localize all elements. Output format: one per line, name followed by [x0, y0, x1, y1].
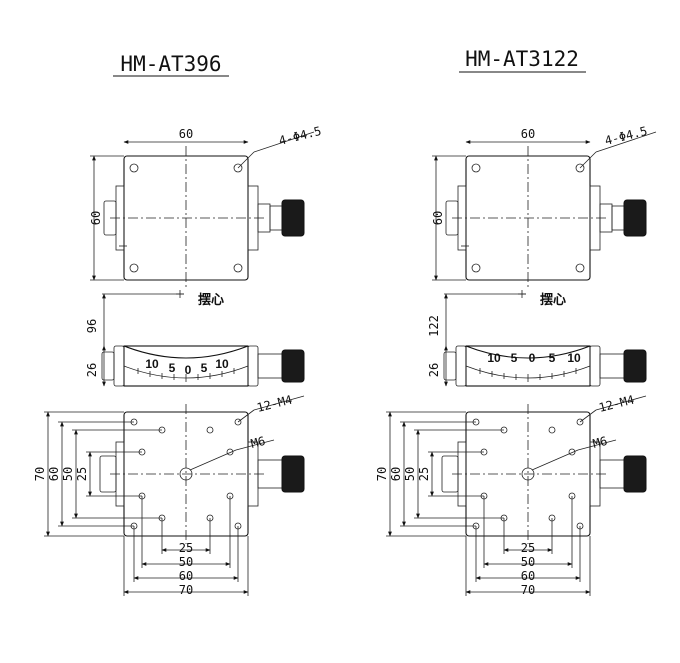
pivot-label: 摆心 — [198, 292, 224, 308]
vdim-60: 60 — [47, 467, 61, 481]
svg-text:5: 5 — [549, 351, 556, 365]
model-title: HM-AT396 — [120, 52, 221, 76]
svg-text:0: 0 — [185, 363, 192, 377]
hdim-25: 25 — [521, 541, 535, 555]
hdim-50: 50 — [179, 555, 193, 569]
vdim-25: 25 — [75, 467, 89, 481]
svg-text:10: 10 — [145, 357, 159, 371]
hdim-60: 60 — [521, 569, 535, 583]
top-height-dim: 60 — [431, 211, 445, 225]
vdim-25: 25 — [417, 467, 431, 481]
pivot-height-dim: 96 — [85, 319, 99, 333]
hole-label: 4-Φ4.5 — [277, 124, 322, 148]
side-height-dim: 26 — [427, 363, 441, 377]
svg-text:5: 5 — [511, 351, 518, 365]
svg-text:5: 5 — [201, 361, 208, 375]
model-right: HM-AT3122 60 60 4-Φ4.5 摆心 122 26 10 5 0 … — [375, 47, 656, 597]
hdim-70: 70 — [179, 583, 193, 597]
hdim-60: 60 — [179, 569, 193, 583]
top-height-dim: 60 — [89, 211, 103, 225]
pivot-label: 摆心 — [540, 292, 566, 308]
center-thread-label: M6 — [249, 434, 266, 451]
angle-scale-labels: 10 5 0 5 10 — [145, 357, 229, 377]
hdim-25: 25 — [179, 541, 193, 555]
pivot-height-dim: 122 — [427, 315, 441, 337]
model-left: HM-AT396 60 60 4-Φ4.5 摆心 96 26 10 5 0 5 … — [33, 52, 323, 597]
center-thread-label: M6 — [591, 434, 608, 451]
angle-scale-labels: 10 5 0 5 10 — [487, 351, 581, 365]
vdim-50: 50 — [61, 467, 75, 481]
vdim-70: 70 — [375, 467, 389, 481]
svg-text:5: 5 — [169, 361, 176, 375]
vdim-50: 50 — [403, 467, 417, 481]
vdim-70: 70 — [33, 467, 47, 481]
bottom-hole-label: 12-M4 — [255, 393, 293, 415]
bottom-hole-label: 12-M4 — [597, 393, 635, 415]
svg-text:10: 10 — [215, 357, 229, 371]
hdim-70: 70 — [521, 583, 535, 597]
top-width-dim: 60 — [179, 127, 193, 141]
svg-text:10: 10 — [567, 351, 581, 365]
hdim-50: 50 — [521, 555, 535, 569]
model-title: HM-AT3122 — [465, 47, 579, 71]
vdim-60: 60 — [389, 467, 403, 481]
side-height-dim: 26 — [85, 363, 99, 377]
svg-text:10: 10 — [487, 351, 501, 365]
hole-label: 4-Φ4.5 — [603, 124, 648, 148]
svg-text:0: 0 — [529, 351, 536, 365]
top-width-dim: 60 — [521, 127, 535, 141]
